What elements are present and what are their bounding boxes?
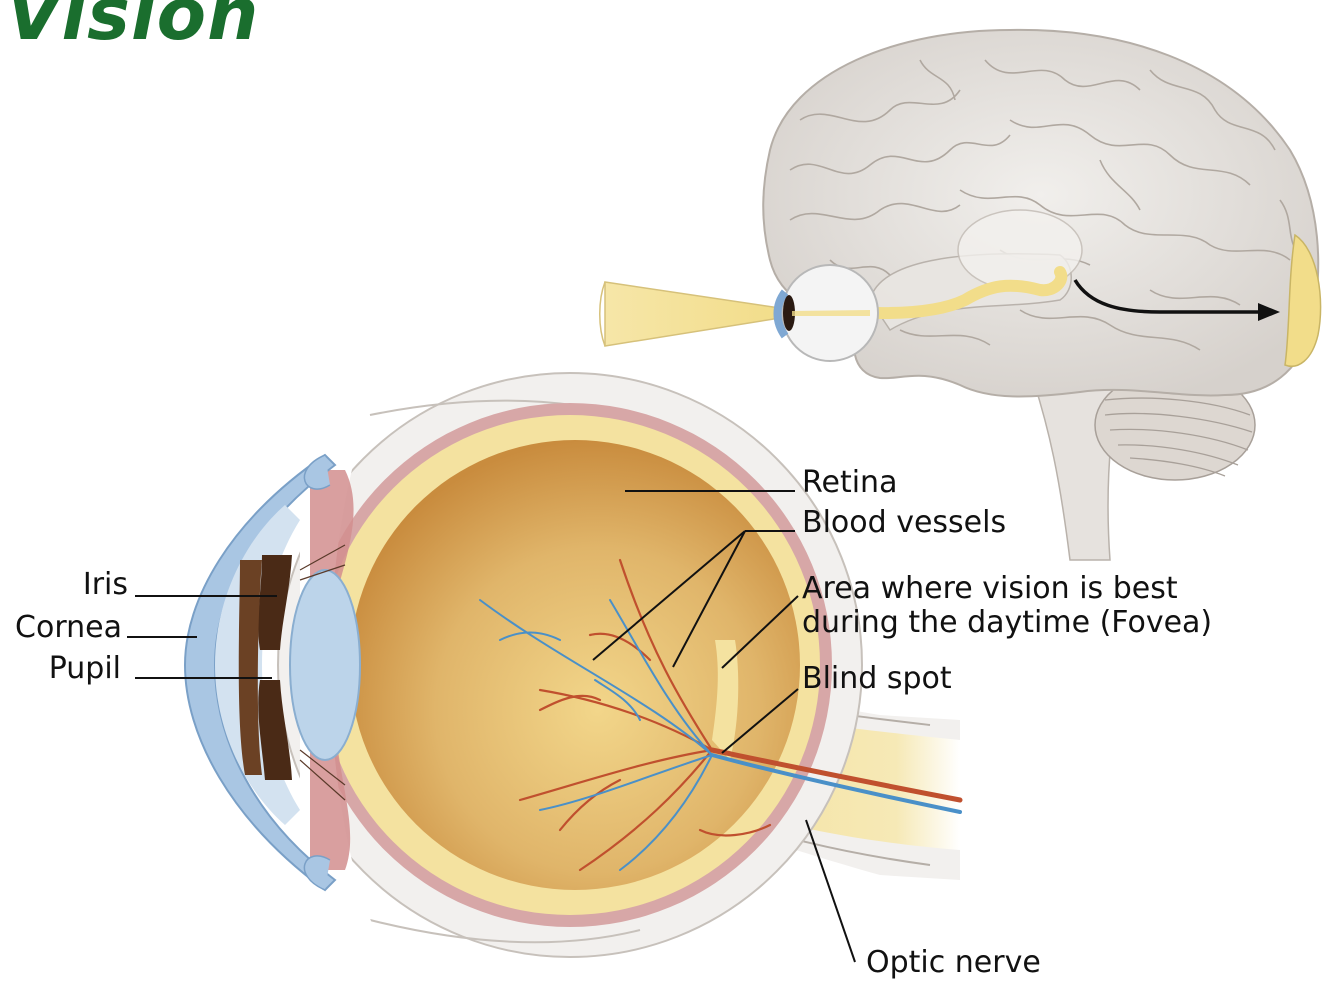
- light-cone: [605, 282, 780, 346]
- lens: [290, 570, 360, 760]
- label-fovea-line1: Area where vision is best: [802, 571, 1178, 606]
- label-optic-nerve: Optic nerve: [866, 945, 1041, 980]
- label-cornea: Cornea: [15, 610, 122, 645]
- label-pupil: Pupil: [49, 651, 121, 686]
- label-fovea-line2: during the daytime (Fovea): [802, 605, 1212, 640]
- label-retina: Retina: [802, 465, 897, 500]
- label-blind-spot: Blind spot: [802, 661, 952, 696]
- label-iris: Iris: [83, 567, 128, 602]
- label-blood-vessels: Blood vessels: [802, 505, 1006, 540]
